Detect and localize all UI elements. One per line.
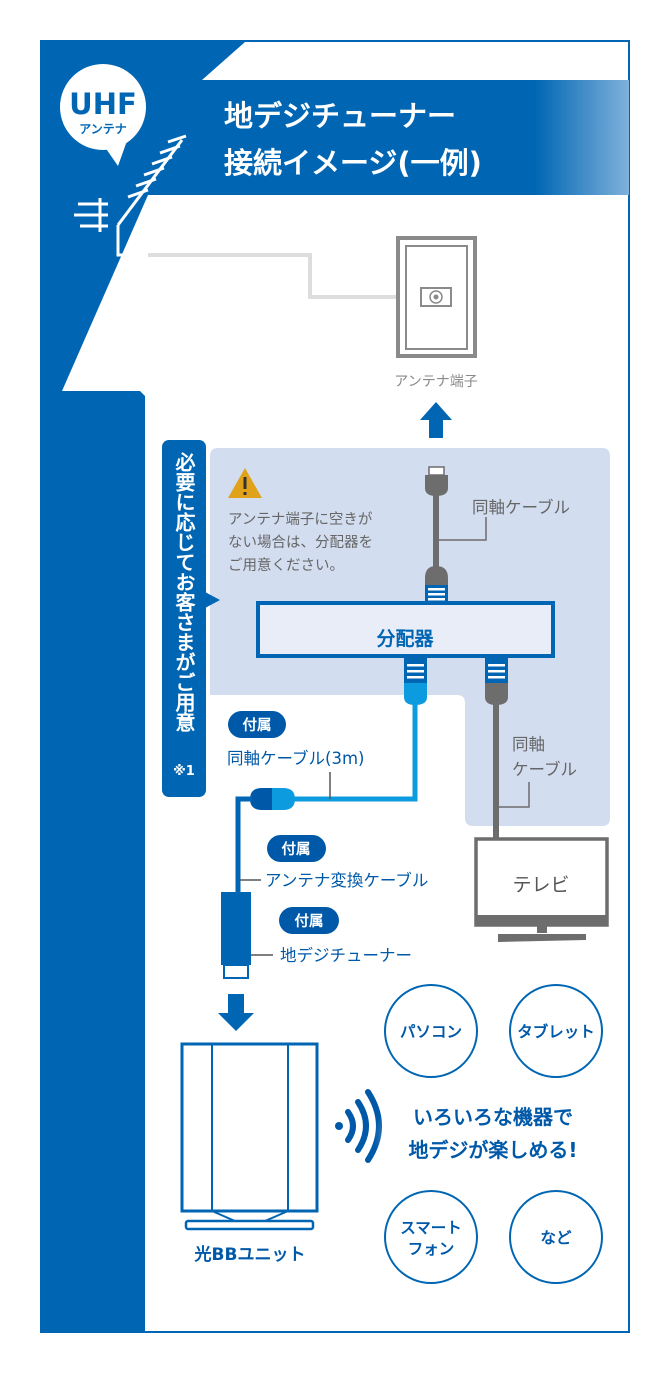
tuner-label: 地デジチューナー [280, 945, 412, 965]
tuner-device [221, 892, 251, 965]
coax-cable-tv [493, 704, 499, 840]
antenna-outlet-icon [396, 236, 477, 358]
coax-tv-label: 同軸 [512, 735, 545, 754]
tv-icon [474, 837, 609, 942]
antenna-outlet-label: アンテナ端子 [394, 374, 477, 390]
device-circle-etc: など [509, 1190, 603, 1284]
message-line-1: いろいろな機器で [413, 1105, 573, 1129]
message-glow [373, 1076, 613, 1196]
warning-text-line: ご用意ください。 [228, 556, 344, 574]
splitter-label: 分配器 [376, 628, 434, 650]
coax-tv-label: ケーブル [512, 759, 577, 779]
up-arrow-icon [420, 402, 452, 438]
antenna-cable [148, 253, 397, 299]
warning-text-line: アンテナ端子に空きが [228, 511, 373, 528]
device-label: パソコン [400, 1023, 462, 1041]
warning-icon [228, 468, 262, 498]
bb-unit-icon [180, 1042, 319, 1231]
coax-cable-label: 同軸ケーブル [472, 497, 570, 517]
plug-connector [250, 788, 295, 810]
tuner-plug [223, 964, 249, 979]
included-badge: 付属 [228, 711, 286, 738]
title-band [202, 80, 629, 195]
badge-uhf-text: UHF [69, 87, 137, 121]
leader-line [439, 517, 487, 541]
device-label: スマート [400, 1219, 462, 1237]
warning-text-line: ない場合は、分配器を [228, 534, 373, 551]
device-label: など [540, 1229, 572, 1247]
top-white-band [202, 42, 628, 80]
badge-antenna-text: アンテナ [79, 122, 127, 136]
included-coax-cable [290, 704, 418, 802]
tv-label: テレビ [512, 874, 569, 896]
title-line-1: 地デジチューナー [224, 99, 456, 133]
bb-unit-label: 光BBユニット [194, 1244, 306, 1265]
side-callout-text: 必要に応じてお客さまがご用意 [172, 452, 196, 732]
down-arrow-icon [218, 994, 254, 1031]
splitter-port-left [404, 658, 427, 705]
callout-pointer [205, 592, 220, 608]
splitter-box [256, 601, 555, 658]
message-line-2: 地デジが楽しめる! [408, 1138, 577, 1162]
device-circle-smartphone: スマート フォン [384, 1190, 478, 1284]
splitter-port-right [485, 658, 508, 705]
coax-cable-top [425, 466, 448, 603]
included-badge-text: 付属 [282, 840, 311, 858]
conversion-cable [235, 796, 252, 893]
included-badge-text: 付属 [243, 716, 272, 734]
side-callout [162, 440, 206, 797]
leader-line [496, 782, 530, 808]
conversion-cable-label: アンテナ変換ケーブル [265, 870, 428, 890]
device-circle-tablet: タブレット [509, 984, 603, 1078]
device-circle-pc: パソコン [384, 984, 478, 1078]
title-line-2: 接続イメージ(一例) [224, 146, 482, 180]
antenna-icon [74, 134, 187, 257]
included-badge: 付属 [279, 907, 339, 934]
included-badge-text: 付属 [295, 912, 324, 930]
included-coax-label: 同軸ケーブル(3m) [227, 748, 364, 768]
device-label: フォン [408, 1240, 455, 1258]
side-callout-note: ※1 [173, 764, 195, 779]
included-badge: 付属 [267, 835, 326, 862]
uhf-antenna-badge: UHF アンテナ [60, 64, 146, 166]
device-label: タブレット [517, 1022, 595, 1041]
